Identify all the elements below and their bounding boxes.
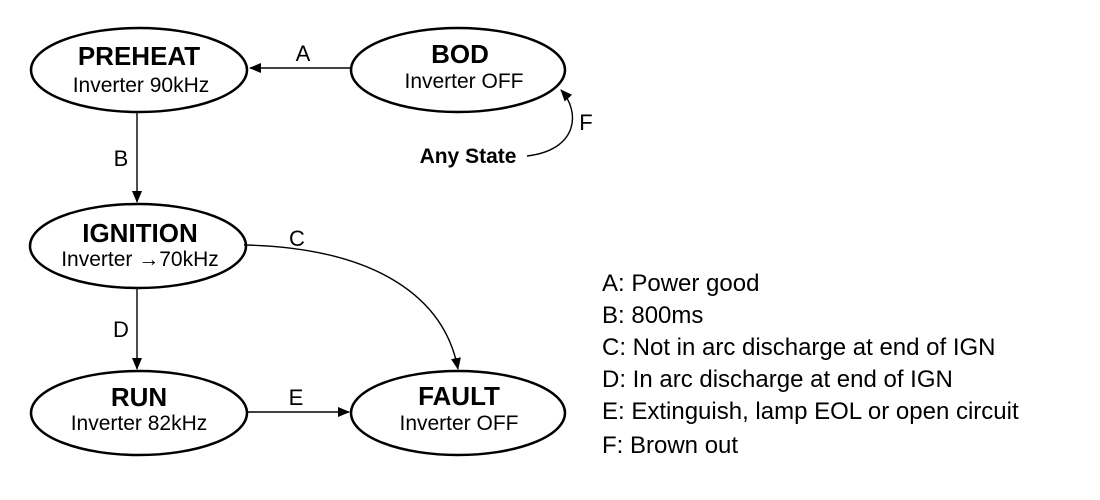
legend-item-d: D: In arc discharge at end of IGN	[602, 366, 953, 393]
state-run: RUN Inverter 82kHz	[29, 369, 249, 457]
right-arrow-icon: →	[138, 248, 159, 271]
state-bod-subtitle: Inverter OFF	[404, 70, 523, 93]
state-preheat: PREHEAT Inverter 90kHz	[29, 26, 249, 114]
state-run-subtitle: Inverter 82kHz	[71, 412, 208, 435]
transition-legend: A: Power good B: 800ms C: Not in arc dis…	[602, 270, 1019, 459]
transition-e: E	[247, 385, 350, 417]
state-fault: FAULT Inverter OFF	[349, 369, 567, 457]
state-run-ellipse	[29, 369, 249, 457]
transition-f: F Any State	[420, 89, 593, 168]
legend-item-f: F: Brown out	[602, 432, 738, 459]
transition-a: A	[249, 41, 351, 73]
legend-item-c: C: Not in arc discharge at end of IGN	[602, 334, 996, 361]
state-ignition-subtitle: Inverter →70kHz	[61, 248, 219, 271]
state-preheat-subtitle: Inverter 90kHz	[73, 74, 210, 97]
transition-e-label: E	[289, 385, 304, 410]
transition-d-label: D	[113, 317, 129, 342]
state-ignition-subtitle-prefix: Inverter	[61, 248, 138, 271]
any-state-label: Any State	[420, 145, 517, 168]
state-ignition: IGNITION Inverter →70kHz	[28, 202, 248, 290]
legend-item-e: E: Extinguish, lamp EOL or open circuit	[602, 398, 1019, 425]
state-bod-title: BOD	[431, 39, 489, 69]
legend-item-b: B: 800ms	[602, 302, 703, 329]
state-run-title: RUN	[111, 382, 167, 412]
state-fault-ellipse	[349, 369, 567, 457]
state-bod-ellipse	[349, 26, 567, 114]
transition-f-arrow	[526, 89, 574, 157]
state-ignition-ellipse	[28, 202, 248, 290]
legend-item-a: A: Power good	[602, 270, 759, 297]
transition-b-label: B	[114, 146, 129, 171]
state-preheat-ellipse	[29, 26, 249, 114]
transition-c: C	[243, 226, 461, 370]
state-ignition-subtitle-suffix: 70kHz	[159, 248, 219, 271]
transition-f-label: F	[579, 110, 592, 135]
state-fault-title: FAULT	[418, 381, 500, 411]
state-bod: BOD Inverter OFF	[349, 26, 567, 114]
transition-a-label: A	[296, 41, 311, 66]
transition-b: B	[114, 112, 142, 203]
transition-c-arrow	[243, 244, 461, 370]
state-fault-subtitle: Inverter OFF	[399, 412, 518, 435]
state-preheat-title: PREHEAT	[78, 41, 200, 71]
transition-d: D	[113, 288, 142, 370]
transition-c-label: C	[289, 226, 305, 251]
state-ignition-title: IGNITION	[82, 218, 198, 248]
